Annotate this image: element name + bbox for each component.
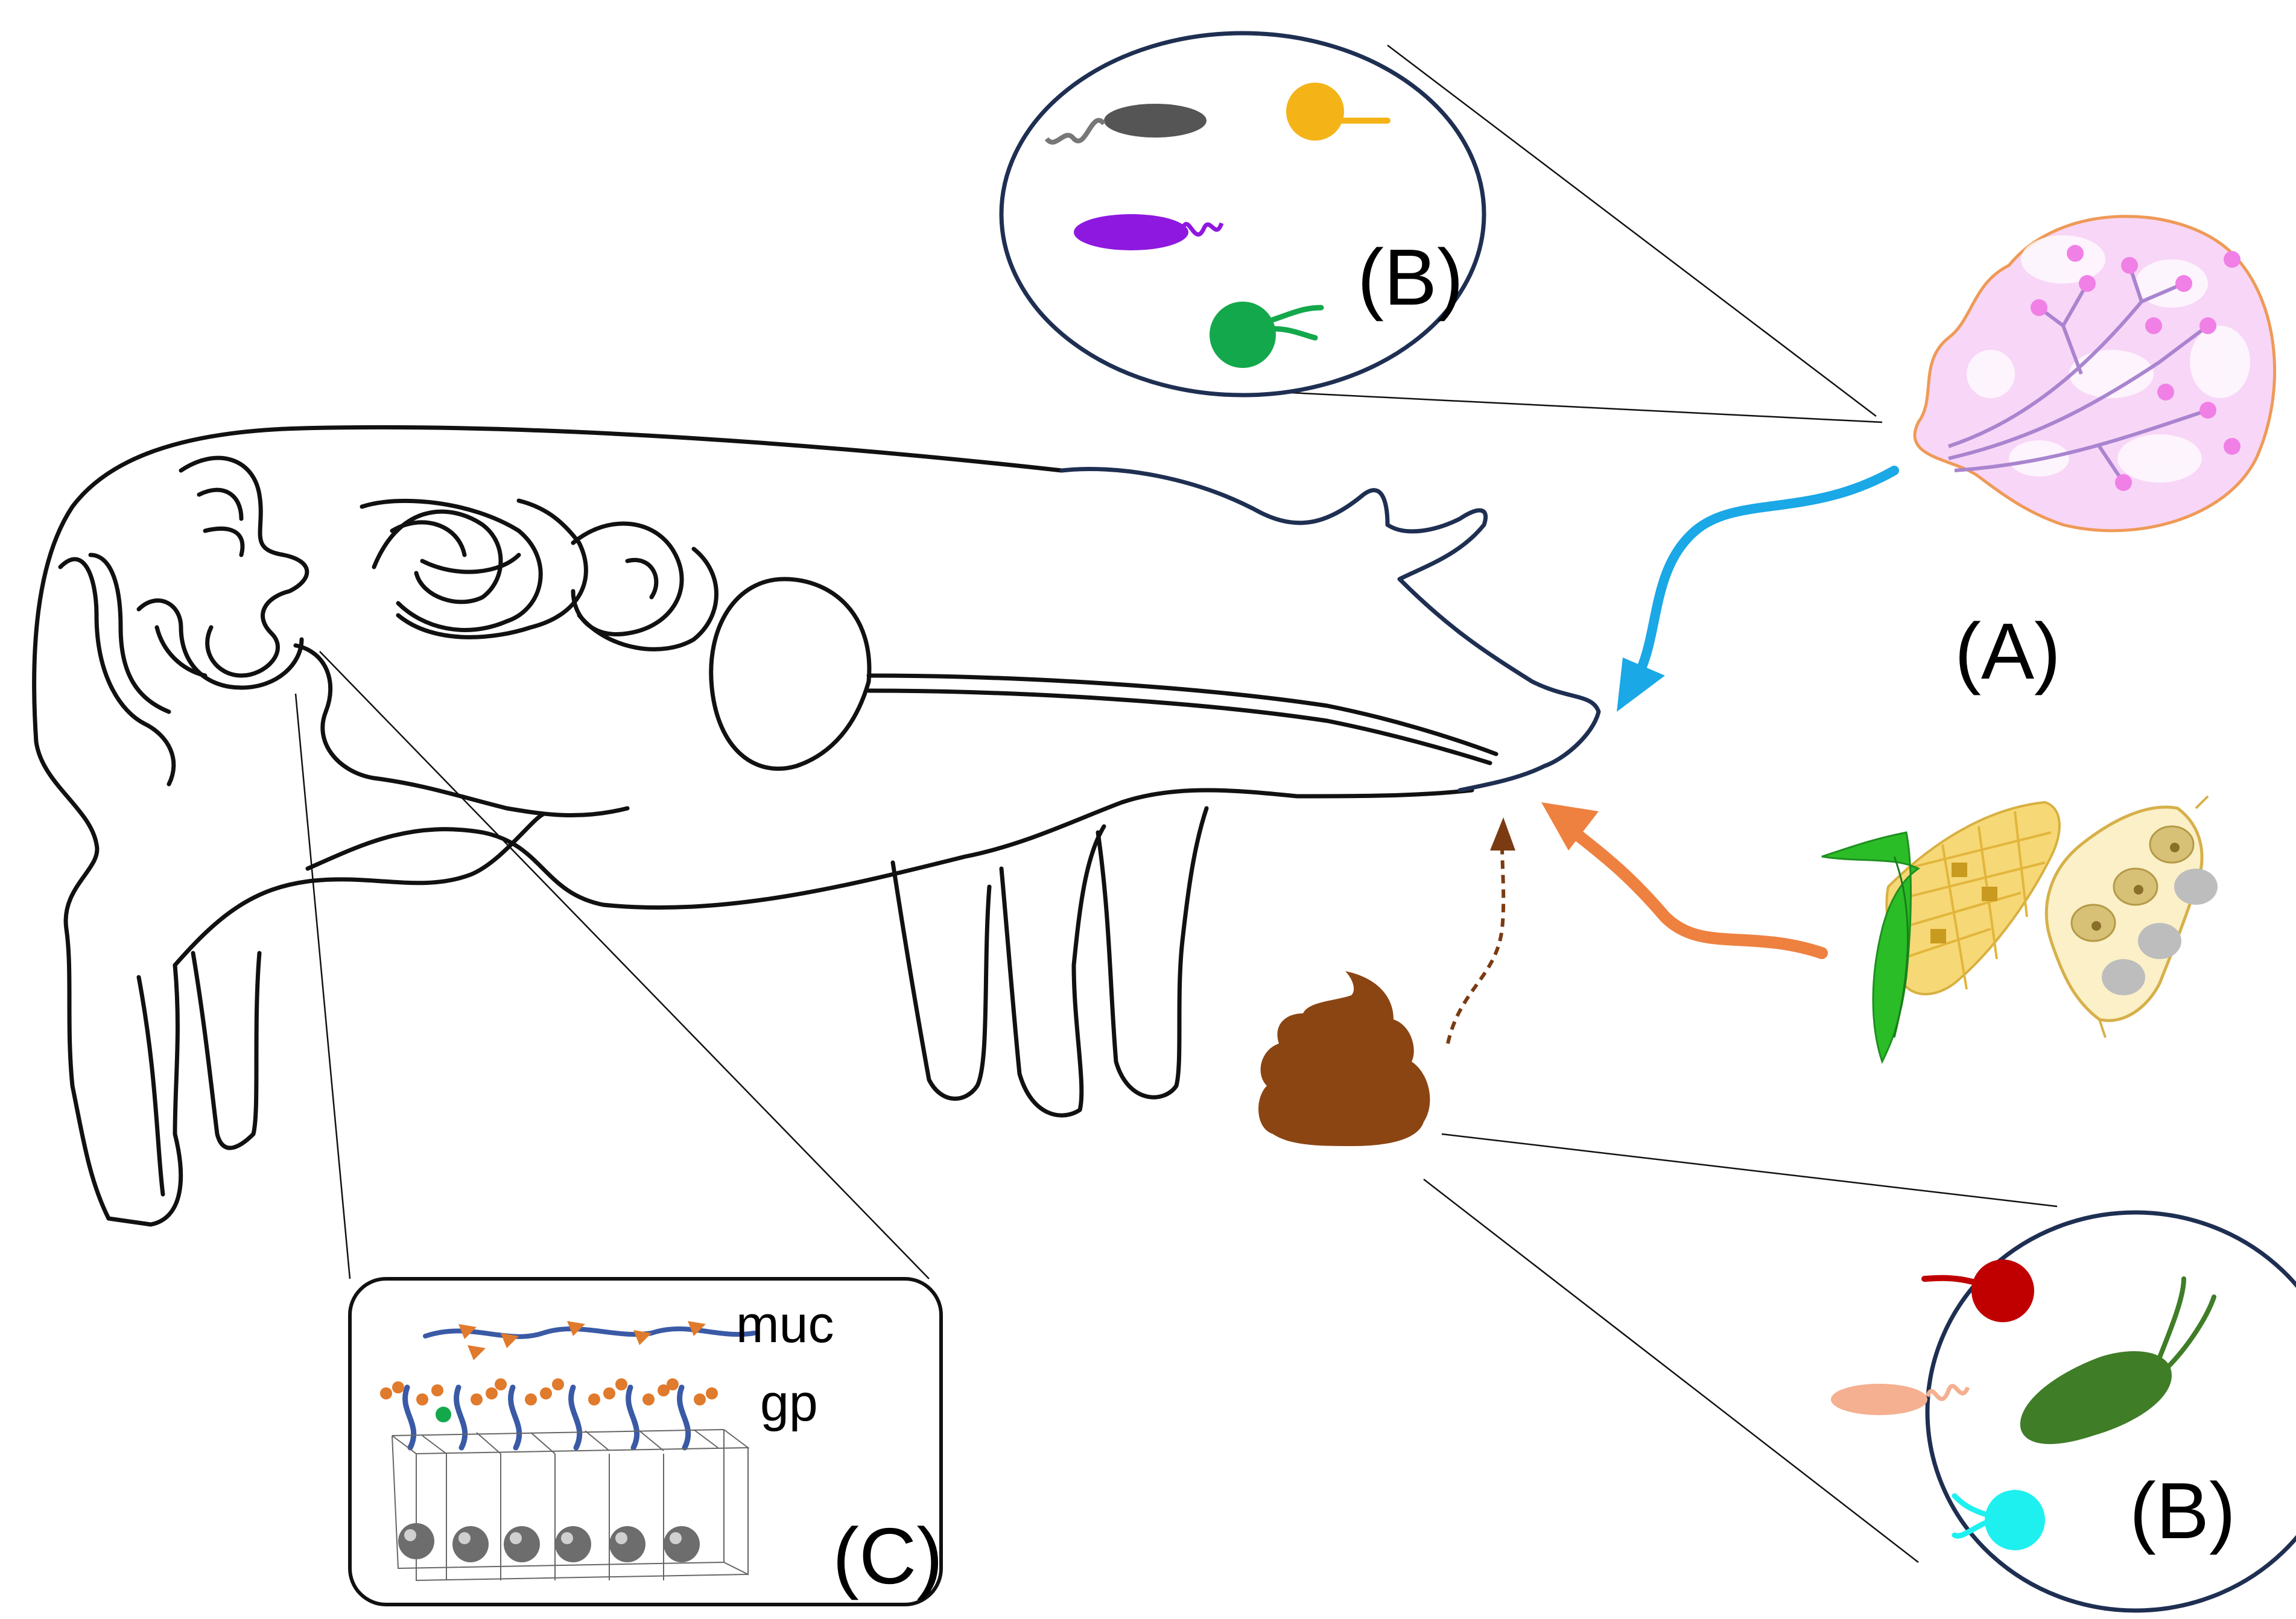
feces-icon	[1258, 971, 1430, 1146]
label-muc: muc	[736, 1296, 834, 1354]
cyan-cocci-bacterium-icon	[1952, 1490, 2045, 1550]
purple-rod-bacterium-icon	[1074, 214, 1224, 250]
bacterium-dot	[436, 1407, 451, 1422]
milk-microbiota-zoom: (B)	[999, 31, 1486, 398]
epithelial-cells	[392, 1429, 750, 1582]
grey-rod-bacterium-icon	[1044, 104, 1207, 145]
label-gp: gp	[760, 1374, 818, 1432]
soybean-pod-icon	[2044, 795, 2218, 1038]
label-b-bottom: (B)	[2130, 1466, 2236, 1555]
feed-arrow	[1541, 802, 1828, 959]
pig-outline	[32, 425, 1601, 1227]
corn-cob-icon	[1821, 800, 2061, 1064]
mucosa-inset-frame	[348, 1277, 943, 1606]
peach-rod-bacterium-icon	[1831, 1384, 1970, 1415]
small-intestine	[360, 498, 718, 651]
fecal-microbiota-zoom: (B)	[1831, 1210, 2296, 1613]
label-b-top: (B)	[1357, 233, 1464, 322]
glycoproteins	[380, 1378, 718, 1451]
zoom-lines	[294, 45, 2058, 1563]
mammary-gland-icon	[1913, 215, 2277, 533]
green-cocci-bacterium-icon	[1210, 302, 1324, 368]
mucosa-inset: muc gp	[348, 1277, 943, 1606]
label-a: (A)	[1955, 607, 2061, 695]
feces-arrow	[1446, 817, 1515, 1044]
olive-rod-bacterium-icon	[2020, 1276, 2216, 1444]
mucin-chain	[423, 1321, 756, 1360]
yellow-cocci-bacterium-icon	[1286, 83, 1391, 141]
label-c: (C)	[832, 1512, 943, 1600]
red-cocci-bacterium-icon	[1921, 1259, 2034, 1322]
large-intestine	[58, 455, 630, 818]
milk-arrow	[1617, 466, 1899, 712]
